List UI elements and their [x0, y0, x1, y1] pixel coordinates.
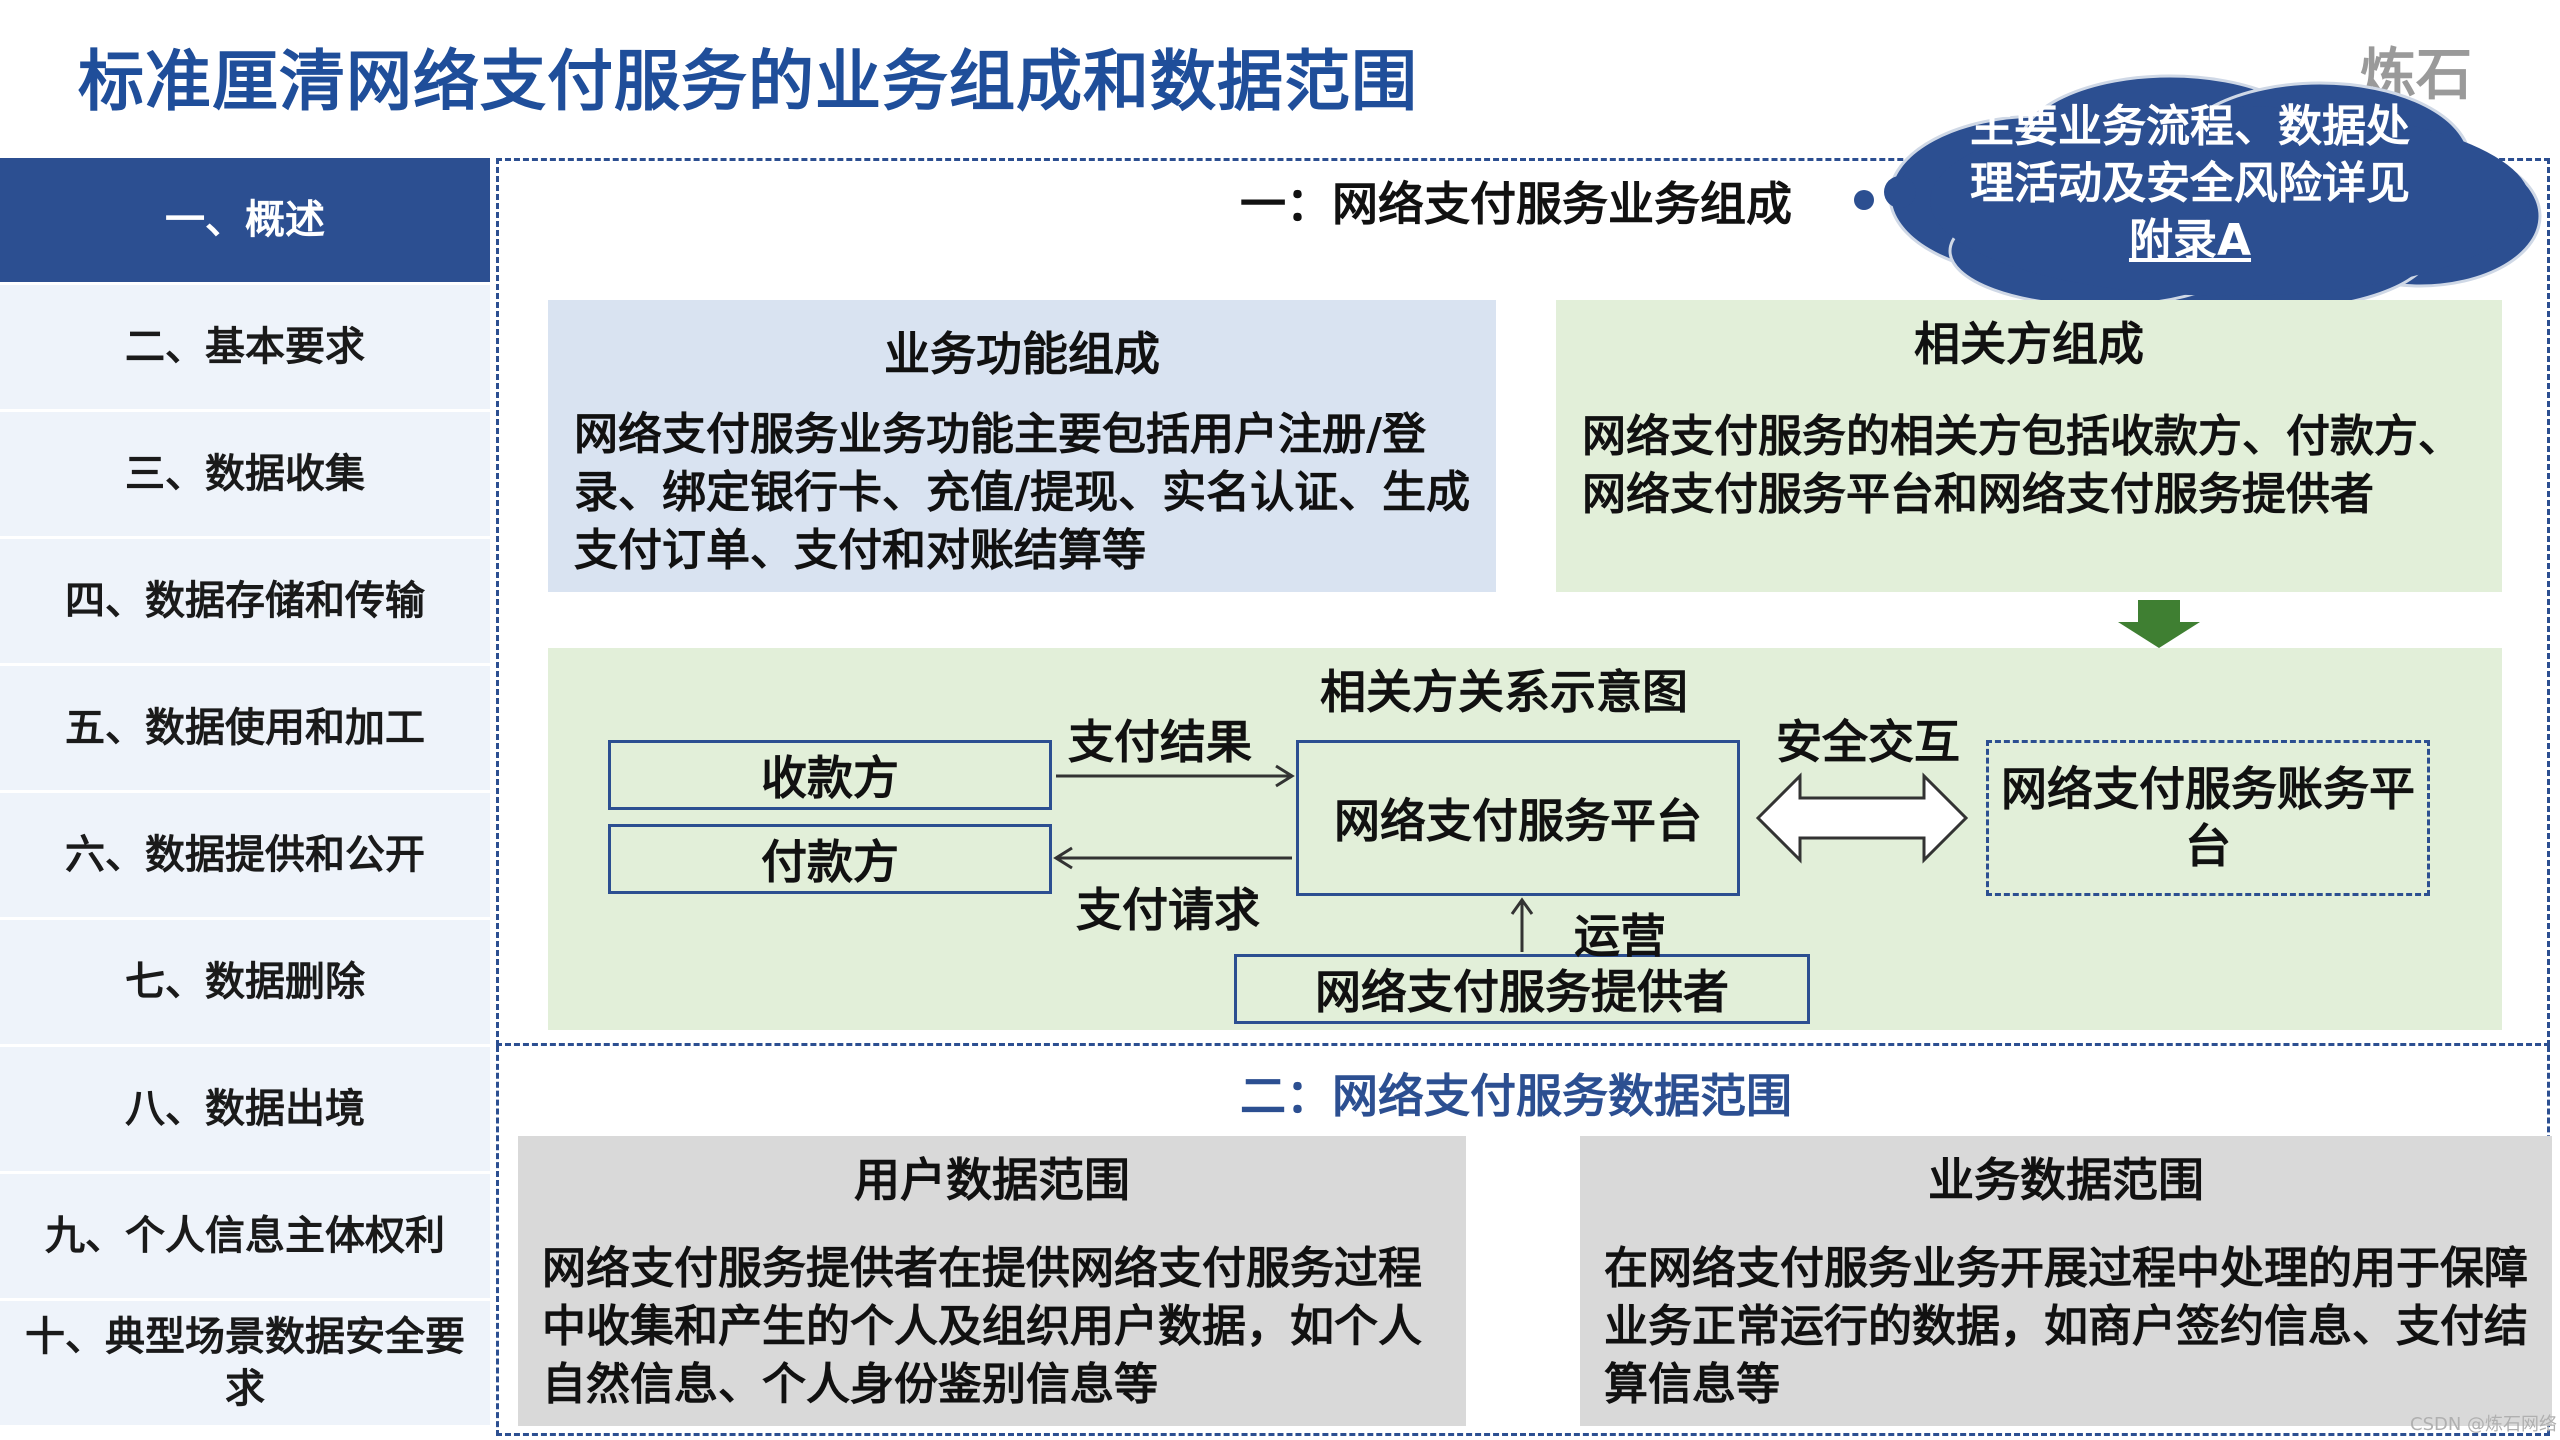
user-data-box: 用户数据范围 网络支付服务提供者在提供网络支付服务过程中收集和产生的个人及组织用…	[518, 1136, 1466, 1426]
node-payee: 收款方	[608, 740, 1052, 810]
sidebar-item-use-processing[interactable]: 五、数据使用和加工	[0, 666, 490, 793]
user-data-heading: 用户数据范围	[854, 1153, 1130, 1207]
cloud-callout-body: 主要业务流程、数据处理活动及安全风险详见	[1970, 101, 2410, 210]
sidebar-item-typical-scenarios[interactable]: 十、典型场景数据安全要求	[0, 1301, 490, 1428]
section-data-title: 二：网络支付服务数据范围	[1240, 1069, 1792, 1123]
node-payment-platform: 网络支付服务平台	[1296, 740, 1740, 896]
business-data-body: 在网络支付服务业务开展过程中处理的用于保障业务正常运行的数据，如商户签约信息、支…	[1604, 1243, 2528, 1411]
relationship-diagram	[548, 648, 2502, 1030]
cloud-callout	[1854, 74, 2542, 313]
business-data-box: 业务数据范围 在网络支付服务业务开展过程中处理的用于保障业务正常运行的数据，如商…	[1580, 1136, 2552, 1426]
sidebar-item-overview[interactable]: 一、概述	[0, 158, 490, 285]
label-payment-result: 支付结果	[1068, 715, 1252, 769]
related-party-body: 网络支付服务的相关方包括收款方、付款方、网络支付服务平台和网络支付服务提供者	[1582, 411, 2462, 521]
appendix-a-link[interactable]: 附录A	[2128, 215, 2252, 267]
section-business-frame	[496, 158, 2550, 1046]
sidebar-item-provision-disclosure[interactable]: 六、数据提供和公开	[0, 793, 490, 920]
node-payer: 付款方	[608, 824, 1052, 894]
source-watermark: CSDN @炼石网络	[2410, 1414, 2558, 1435]
sidebar-item-cross-border[interactable]: 八、数据出境	[0, 1047, 490, 1174]
business-function-heading: 业务功能组成	[884, 327, 1160, 381]
business-function-body: 网络支付服务业务功能主要包括用户注册/登录、绑定银行卡、充值/提现、实名认证、生…	[574, 409, 1471, 577]
node-accounting-platform: 网络支付服务账务平台	[1986, 740, 2430, 896]
section-business-title: 一：网络支付服务业务组成	[1240, 177, 1792, 231]
business-function-box: 业务功能组成 网络支付服务业务功能主要包括用户注册/登录、绑定银行卡、充值/提现…	[548, 300, 1496, 592]
sidebar-item-basic-requirements[interactable]: 二、基本要求	[0, 285, 490, 412]
sidebar-item-data-collection[interactable]: 三、数据收集	[0, 412, 490, 539]
cloud-callout-text: 主要业务流程、数据处理活动及安全风险详见附录A	[1960, 98, 2420, 270]
node-service-provider: 网络支付服务提供者	[1234, 954, 1810, 1024]
sidebar-item-storage-transfer[interactable]: 四、数据存储和传输	[0, 539, 490, 666]
label-secure-interaction: 安全交互	[1776, 715, 1960, 769]
label-payment-request: 支付请求	[1076, 883, 1260, 937]
page-title: 标准厘清网络支付服务的业务组成和数据范围	[78, 43, 1418, 120]
sidebar-nav: 一、概述 二、基本要求 三、数据收集 四、数据存储和传输 五、数据使用和加工 六…	[0, 158, 490, 1440]
diagram-title: 相关方关系示意图	[1320, 665, 1688, 719]
related-party-box: 相关方组成 网络支付服务的相关方包括收款方、付款方、网络支付服务平台和网络支付服…	[1556, 300, 2502, 592]
sidebar-item-deletion[interactable]: 七、数据删除	[0, 920, 490, 1047]
user-data-body: 网络支付服务提供者在提供网络支付服务过程中收集和产生的个人及组织用户数据，如个人…	[542, 1243, 1422, 1411]
business-data-heading: 业务数据范围	[1928, 1153, 2204, 1207]
related-party-heading: 相关方组成	[1914, 317, 2144, 371]
sidebar-item-subject-rights[interactable]: 九、个人信息主体权利	[0, 1174, 490, 1301]
label-operation: 运营	[1574, 909, 1666, 963]
